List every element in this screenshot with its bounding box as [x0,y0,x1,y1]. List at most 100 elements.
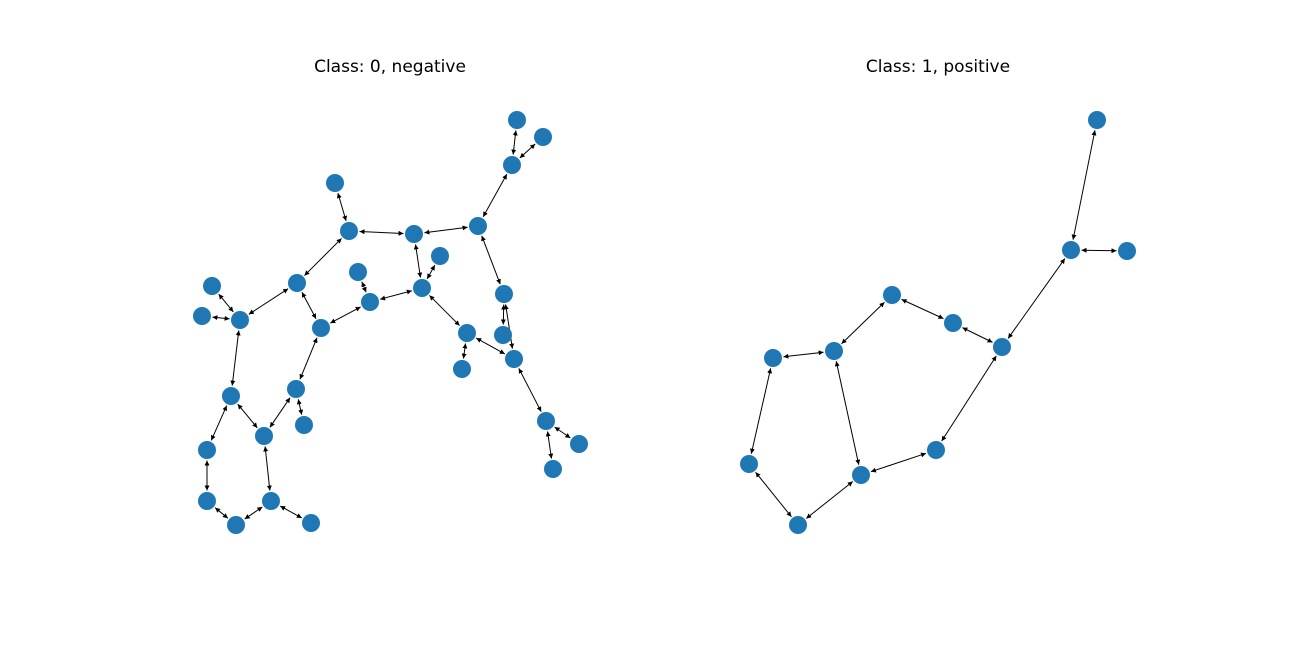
graph-edge [749,368,773,454]
graph-node [231,311,249,329]
panel-class-0: Class: 0, negative [193,57,588,534]
graph-edge [481,235,501,285]
graph-edge [218,293,234,313]
graph-edge [359,229,404,236]
graph-node [740,455,758,473]
graph-node [255,427,273,445]
graph-node [764,349,782,367]
graph-node [944,314,962,332]
graph-edge [296,399,304,415]
graph-edge [361,281,367,293]
graph-edge [805,481,854,519]
graph-edge [269,397,291,428]
graph-edge [461,343,468,359]
graph-edge [279,505,303,519]
graph-edge [783,350,824,359]
graph-node [458,324,476,342]
graph-edge [841,301,885,345]
graph-node [405,225,423,243]
graph-node [534,128,552,146]
graph-node [340,222,358,240]
edge-group-class-1 [749,130,1117,519]
graph-edge [429,295,460,326]
graph-node [295,416,313,434]
graph-edge [413,244,423,278]
panel-class-1: Class: 1, positive [740,57,1136,534]
graph-node [222,387,240,405]
graph-edge [482,173,508,218]
graph-edge [755,471,792,518]
graph-node [312,319,330,337]
graph-node [544,460,562,478]
edge-group-class-0 [204,130,571,520]
graph-node [495,285,513,303]
graph-edge [426,264,436,280]
graph-edge [941,355,997,442]
graph-node [453,360,471,378]
graph-edge [330,306,361,324]
graph-edge [511,130,518,155]
graph-edge [475,337,506,355]
graph-node [505,350,523,368]
graph-edge [1071,130,1097,240]
panel-title-class-0: Class: 0, negative [314,57,466,77]
graph-edge [336,192,348,222]
graph-node [287,380,305,398]
graph-node [1062,241,1080,259]
graph-node [503,156,521,174]
graph-edge [519,143,536,159]
graph-edge [210,405,228,441]
graph-edge [870,452,927,473]
graph-node [570,435,588,453]
graph-edge [230,330,241,386]
graph-node [349,263,367,281]
graph-edge [214,507,229,519]
graph-node [537,412,555,430]
graph-node [508,111,526,129]
graph-node [262,492,280,510]
graph-edge [263,446,272,491]
graph-edge [299,337,318,380]
graph-node [361,293,379,311]
graph-edge [237,403,258,429]
graph-edge [380,289,412,301]
graph-node [288,274,306,292]
graph-node [1088,111,1106,129]
graph-edge [304,238,342,276]
graph-node [413,279,431,297]
graph-edge [1081,247,1117,254]
graph-edge [244,506,263,520]
graph-node [789,516,807,534]
panel-title-class-1: Class: 1, positive [866,57,1010,77]
graph-edge [424,225,468,235]
graph-edge [248,288,289,315]
graph-node [227,516,245,534]
node-group-class-0 [193,111,588,534]
graph-node [993,338,1011,356]
graph-edge [834,361,861,465]
graph-edge [301,292,317,319]
graph-node [326,174,344,192]
graph-edge [554,426,571,439]
graph-edge [212,315,230,321]
graph-edge [962,327,993,343]
graph-node [883,286,901,304]
graph-node [198,441,216,459]
graph-node [927,441,945,459]
graph-edge [545,431,554,459]
graph-node [193,307,211,325]
graph-node [302,514,320,532]
graph-node [494,326,512,344]
graph-node [203,277,221,295]
graph-node [469,217,487,235]
node-group-class-1 [740,111,1136,534]
graph-edge [518,368,542,412]
graph-node [198,492,216,510]
graph-node [825,342,843,360]
graph-edge [1007,258,1066,339]
graph-node [431,247,449,265]
graph-node [1118,242,1136,260]
graph-edge [503,304,515,349]
graph-node [852,466,870,484]
